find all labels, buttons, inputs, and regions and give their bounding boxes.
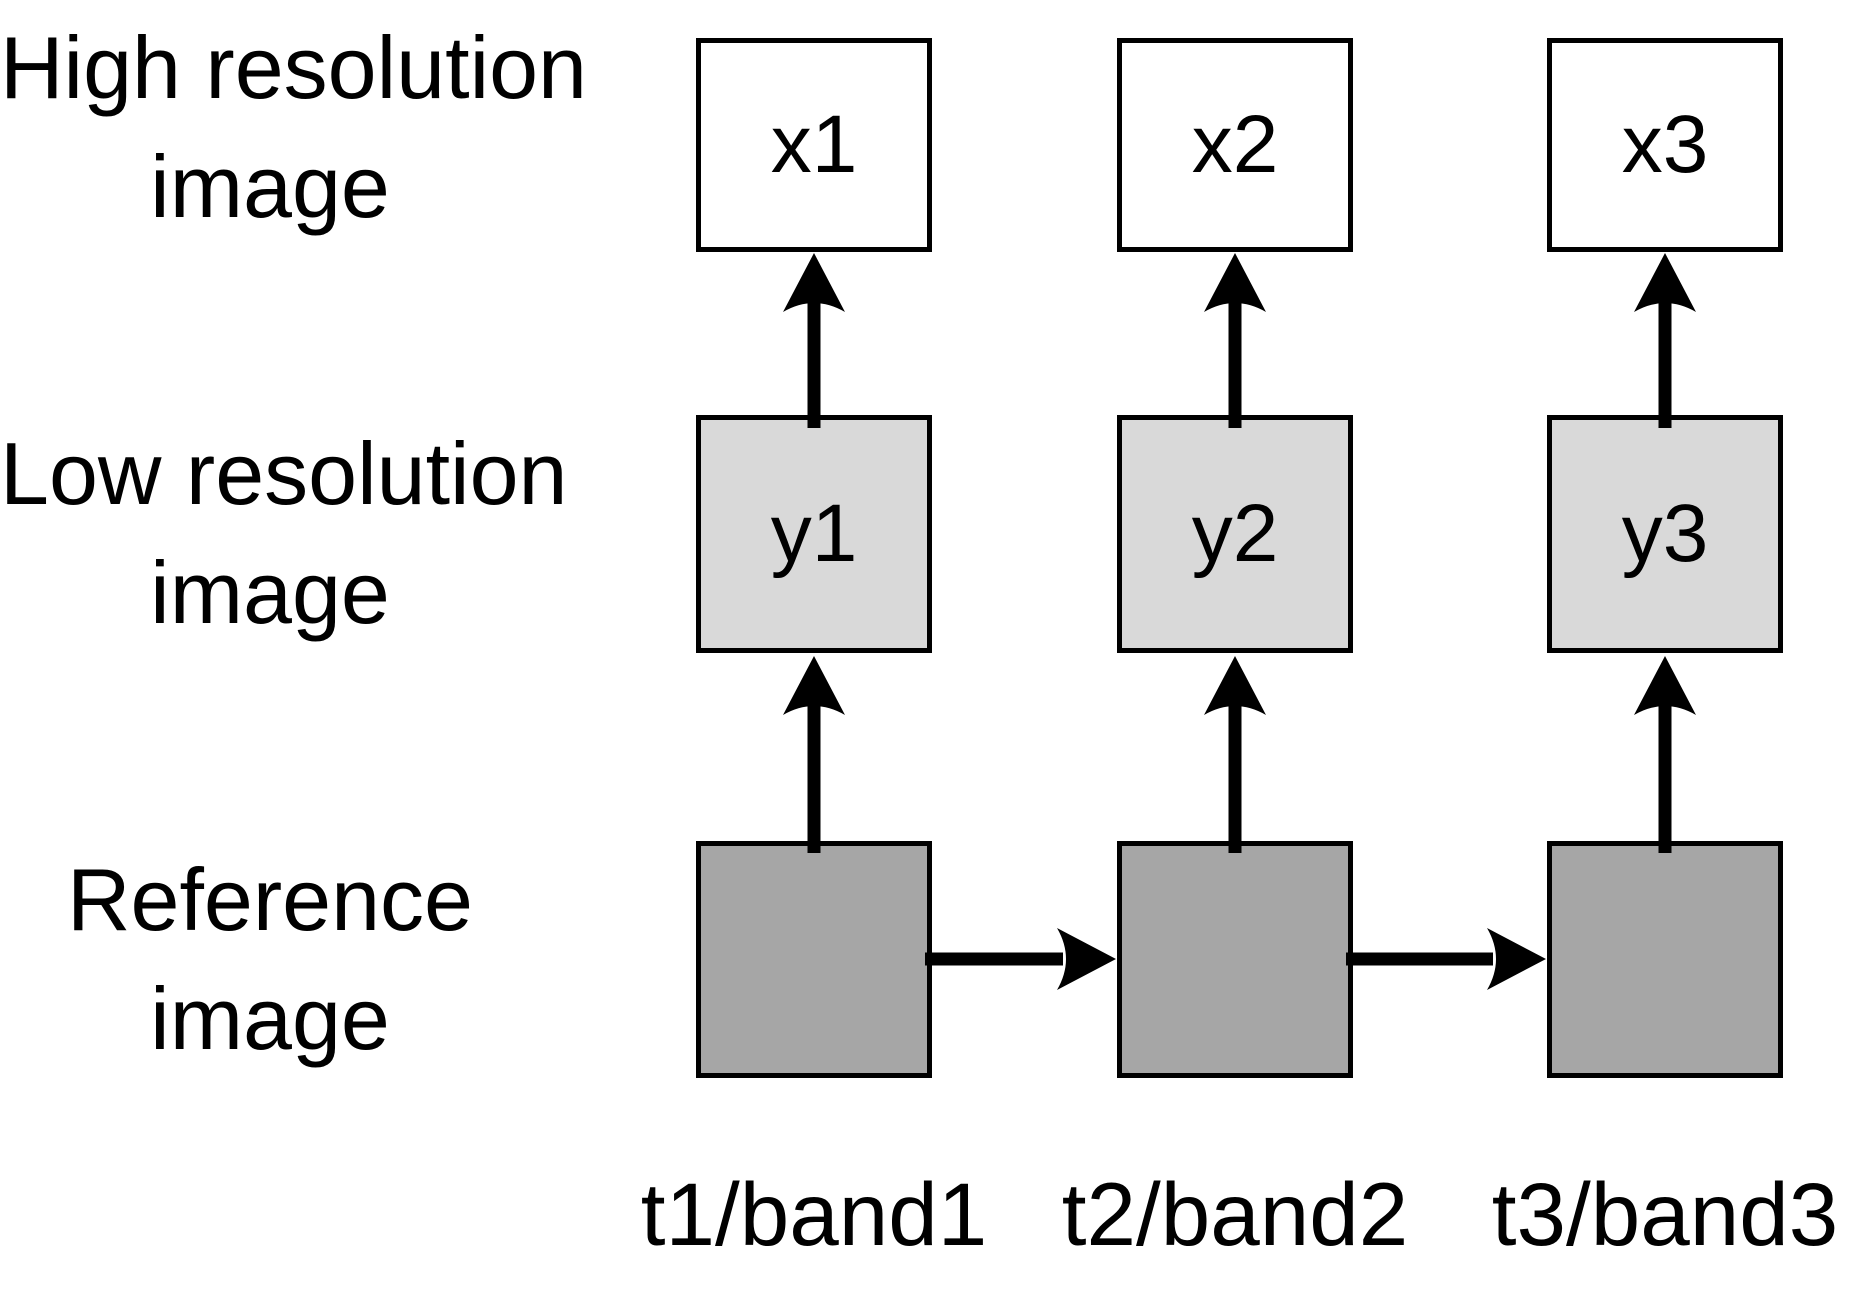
reference-box-2 [1117,841,1353,1078]
label-reference-line1: Reference [66,850,473,949]
time-band-label-1: t1/band1 [640,1164,988,1264]
low-res-box-2-label: y2 [1191,488,1279,579]
reference-box-1 [696,841,932,1078]
low-res-box-3: y3 [1547,415,1783,653]
label-low-resolution-line2: image [150,543,390,642]
low-res-box-3-label: y3 [1621,488,1709,579]
label-low-resolution-line1: Low resolution [0,424,568,523]
high-res-box-1: x1 [696,38,932,252]
low-res-box-1: y1 [696,415,932,653]
high-res-box-2-label: x2 [1191,99,1279,190]
arrow-ref3-to-y3 [1634,656,1696,853]
arrow-ref2-to-ref3 [1346,928,1546,990]
label-reference: Reference image [0,840,540,1078]
low-res-box-1-label: y1 [770,488,858,579]
label-high-resolution: High resolution image [0,8,587,246]
arrow-ref1-to-y1 [783,656,845,853]
time-band-label-2: t2/band2 [1061,1164,1409,1264]
arrow-ref1-to-ref2 [925,928,1116,990]
arrow-y3-to-x3 [1634,253,1696,428]
label-low-resolution: Low resolution image [0,414,568,652]
label-reference-line2: image [150,969,390,1068]
high-res-box-1-label: x1 [770,99,858,190]
reference-box-3 [1547,841,1783,1078]
low-res-box-2: y2 [1117,415,1353,653]
label-high-resolution-line2: image [150,137,390,236]
arrow-y2-to-x2 [1204,253,1266,428]
arrow-ref2-to-y2 [1204,656,1266,853]
label-high-resolution-line1: High resolution [0,18,587,117]
high-res-box-3-label: x3 [1621,99,1709,190]
time-band-label-3: t3/band3 [1491,1164,1839,1264]
arrow-y1-to-x1 [783,253,845,428]
high-res-box-2: x2 [1117,38,1353,252]
high-res-box-3: x3 [1547,38,1783,252]
